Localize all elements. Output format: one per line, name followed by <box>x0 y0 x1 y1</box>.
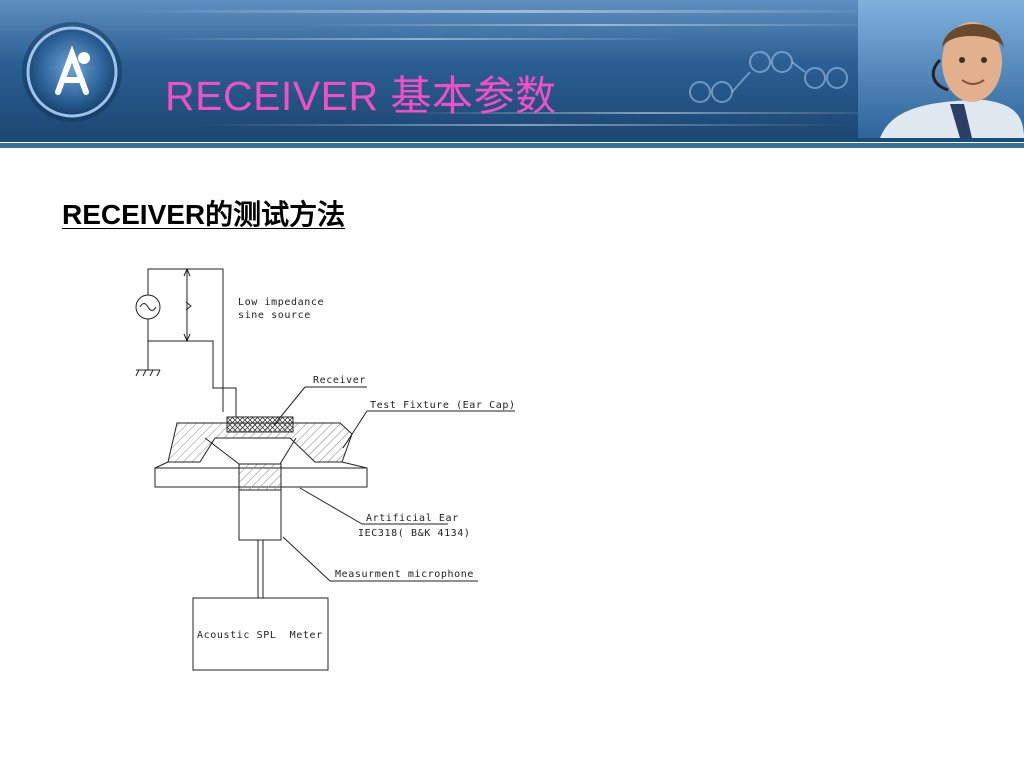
label-microphone: Measurment microphone <box>335 569 474 580</box>
leader-artificial-ear <box>299 487 448 525</box>
spl-meter-box <box>192 597 329 671</box>
leader-receiver <box>273 386 367 426</box>
company-logo-icon <box>22 22 122 122</box>
header-banner: RECEIVER 基本参数 <box>0 0 1024 138</box>
label-receiver: Receiver <box>313 375 366 386</box>
source-wire-return <box>148 340 237 417</box>
label-spl-meter: Acoustic SPL Meter <box>197 630 323 641</box>
label-source-line2: sine source <box>238 310 311 321</box>
headset-person-photo <box>858 0 1024 138</box>
label-test-fixture: Test Fixture (Ear Cap) <box>370 400 516 411</box>
fixture-inner-cavity <box>204 437 297 465</box>
header-divider-secondary <box>0 143 1024 148</box>
header-decoration <box>22 0 1024 138</box>
voltage-arrow <box>183 267 192 343</box>
page-title: RECEIVER 基本参数 <box>165 73 557 119</box>
ground-symbol <box>135 369 161 377</box>
artificial-ear-top <box>154 461 368 469</box>
section-subtitle: RECEIVER的测试方法 <box>62 199 346 230</box>
leader-microphone <box>282 536 478 582</box>
label-artificial-ear: Artificial Ear <box>366 513 459 524</box>
leader-fixture <box>342 410 515 449</box>
label-source-line1: Low impedance <box>238 297 324 308</box>
sine-source-symbol <box>135 294 161 320</box>
artificial-ear-coupler <box>238 463 282 491</box>
source-wire-top <box>147 268 224 412</box>
microphone-cable <box>257 540 264 598</box>
test-fixture-ear-cap <box>167 422 353 463</box>
label-ear-standard: IEC318( B&K 4134) <box>358 528 471 539</box>
header-divider <box>0 138 1024 142</box>
artificial-ear-body <box>238 489 282 541</box>
